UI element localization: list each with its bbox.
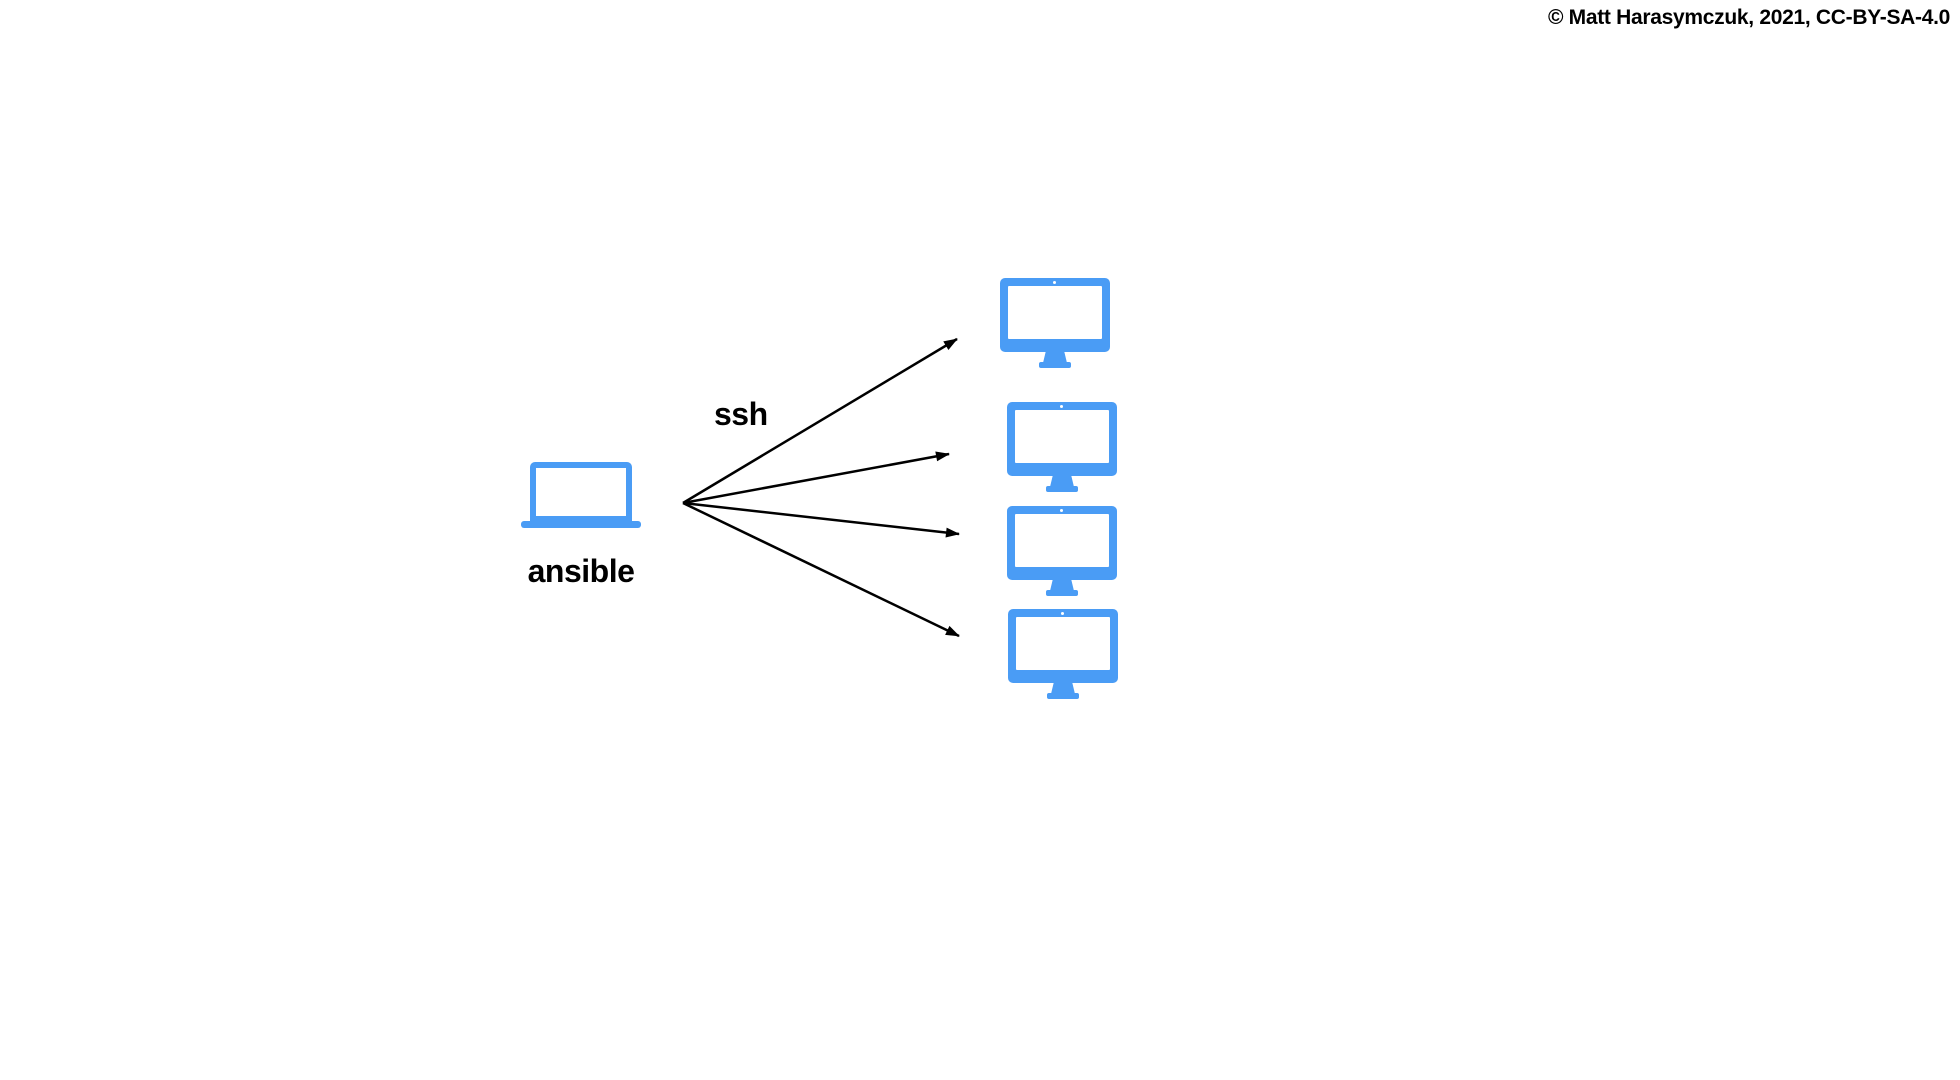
attribution-text: © Matt Harasymczuk, 2021, CC-BY-SA-4.0 — [1547, 6, 1950, 29]
monitor-icon — [1007, 402, 1117, 492]
camera-dot-icon — [1053, 281, 1056, 284]
monitor-screen — [1015, 514, 1109, 567]
monitor-stand — [1050, 475, 1074, 487]
laptop-base — [521, 521, 641, 528]
arrow-line — [682, 501, 960, 638]
monitor-screen — [1015, 410, 1109, 463]
arrow-line — [682, 501, 960, 538]
laptop-screen — [530, 462, 632, 522]
monitor-icon — [1000, 278, 1110, 368]
monitor-screen — [1008, 286, 1102, 339]
monitor-stand — [1051, 682, 1075, 694]
monitor-stand-base — [1047, 693, 1079, 699]
source-label: ansible — [527, 553, 635, 589]
arrow-line — [682, 337, 958, 505]
arrow-line — [682, 451, 950, 505]
monitor-screen — [1016, 617, 1110, 670]
monitor-icon — [1008, 609, 1118, 699]
monitor-stand — [1050, 579, 1074, 591]
camera-dot-icon — [1060, 509, 1063, 512]
camera-dot-icon — [1060, 405, 1063, 408]
monitor-stand — [1043, 351, 1067, 363]
monitor-stand-base — [1046, 590, 1078, 596]
monitor-stand-base — [1039, 362, 1071, 368]
camera-dot-icon — [1061, 612, 1064, 615]
monitor-icon — [1007, 506, 1117, 596]
monitor-stand-base — [1046, 486, 1078, 492]
connection-label: ssh — [714, 396, 768, 432]
laptop-icon — [521, 462, 641, 528]
